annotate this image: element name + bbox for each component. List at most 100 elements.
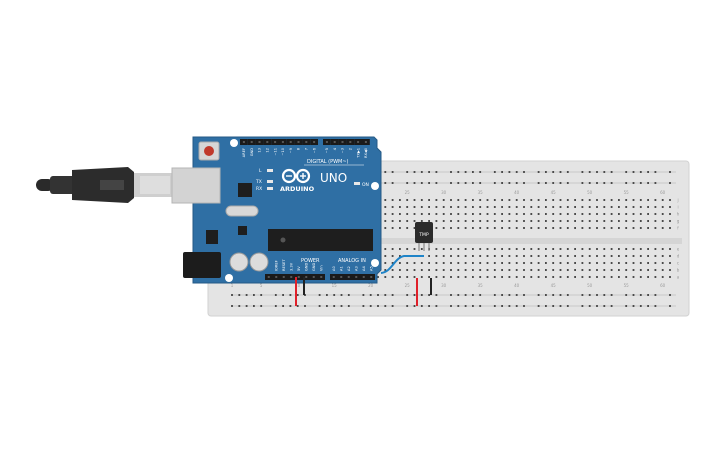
pin-label: 3.3V: [289, 262, 293, 271]
breadboard-column-label: 55: [624, 190, 630, 195]
breadboard-column-label: 60: [660, 283, 666, 288]
breadboard-column-label: 1: [231, 283, 234, 288]
pin-label: A2: [347, 266, 351, 271]
usb-cable[interactable]: [36, 167, 174, 203]
power-jack: [183, 252, 221, 278]
pin-label: Vin: [319, 265, 323, 271]
breadboard-row-label: f: [677, 226, 679, 231]
mounting-hole: [371, 259, 379, 267]
pin-label: IOREF: [274, 260, 278, 271]
mounting-hole: [225, 274, 233, 282]
pin-label: GND: [312, 263, 316, 271]
digital-header-label: DIGITAL (PWM~): [307, 159, 349, 165]
usb-logo-icon: [100, 180, 124, 190]
capacitor: [229, 252, 249, 272]
arduino-model: UNO: [320, 171, 347, 185]
breadboard-column-label: 15: [332, 283, 338, 288]
breadboard-row-label: a: [677, 275, 680, 280]
pin-label: A3: [354, 266, 358, 271]
breadboard-row-label: d: [677, 254, 680, 259]
breadboard-column-label: 50: [587, 190, 593, 195]
breadboard-column-label: 35: [478, 283, 484, 288]
pin-label: 7: [305, 148, 309, 150]
sensor-body: [415, 222, 433, 243]
led-tx: [267, 180, 273, 183]
power-header-label: POWER: [301, 258, 320, 264]
digital-pin-header[interactable]: [240, 139, 370, 145]
breadboard-row-label: g: [677, 219, 680, 224]
breadboard-column-label: 25: [405, 283, 411, 288]
pin-label: ~11: [273, 148, 277, 156]
led-on: [354, 182, 360, 185]
breadboard-row-label: e: [677, 247, 680, 252]
pin-label: A1: [339, 266, 343, 271]
breadboard-column-label: 30: [441, 283, 447, 288]
led-rx-label: RX: [256, 186, 262, 192]
pin-label: A0: [332, 266, 336, 271]
led-rx: [267, 187, 273, 190]
led-l: [267, 169, 273, 172]
pin-label: 13: [258, 148, 262, 153]
breadboard-column-label: 10: [295, 283, 301, 288]
breadboard-column-label: 40: [514, 283, 520, 288]
analog-pin-header[interactable]: [330, 274, 375, 280]
analog-header-label: ANALOG IN: [338, 258, 366, 264]
pin-label: 5V: [297, 266, 301, 271]
pin-label: 8: [297, 147, 301, 150]
arduino-brand: ARDUINO: [280, 185, 315, 193]
pin-label: ~10: [281, 147, 285, 155]
breadboard-row-label: i: [677, 205, 678, 210]
breadboard-column-label: 35: [478, 190, 484, 195]
usb-b-port: [171, 167, 221, 204]
pin-label: TX▶1: [356, 148, 360, 159]
pin-label: ~6: [312, 147, 316, 153]
breadboard-column-label: 50: [587, 283, 593, 288]
pin-label: GND: [250, 148, 254, 156]
mounting-hole: [371, 182, 379, 190]
sensor-label: TMP: [418, 232, 429, 238]
breadboard-column-label: 55: [624, 283, 630, 288]
pin-label: 2: [349, 148, 353, 150]
wire-signal-blue[interactable]: [380, 255, 424, 274]
pin-label: ~5: [325, 148, 329, 153]
breadboard-row-label: b: [677, 268, 680, 273]
capacitor: [249, 252, 269, 272]
led-on-label: ON: [362, 182, 369, 188]
breadboard-column-label: 5: [260, 283, 263, 288]
pin-label: RESET: [282, 259, 286, 271]
breadboard-column-label: 60: [660, 190, 666, 195]
power-pin-header[interactable]: [265, 274, 325, 280]
pin-label: RX◀0: [364, 147, 368, 158]
breadboard-row-label: j: [676, 198, 678, 203]
usb-chip: [238, 183, 252, 197]
reset-button-cap: [204, 146, 214, 156]
wires[interactable]: [295, 255, 432, 306]
pin-label: 4: [333, 147, 337, 150]
pin-label: ~9: [289, 147, 293, 153]
regulator-chip: [206, 230, 218, 244]
breadboard-column-label: 30: [441, 190, 447, 195]
usb-cable-end: [36, 179, 54, 191]
breadboard-row-label: c: [677, 261, 679, 266]
led-l-label: L: [259, 168, 262, 174]
led-tx-label: TX: [255, 179, 262, 185]
breadboard-column-label: 25: [405, 190, 411, 195]
small-chip: [238, 226, 247, 235]
pin-label: A5: [369, 266, 373, 271]
pin-label: GND: [304, 263, 308, 271]
temperature-sensor[interactable]: TMP: [415, 222, 433, 251]
breadboard-row-label: h: [677, 212, 680, 217]
pin-label: ~3: [341, 148, 345, 153]
crystal-oscillator: [225, 205, 259, 217]
usb-strain-relief: [50, 176, 76, 194]
breadboard-column-label: 45: [551, 283, 557, 288]
breadboard-column-label: 40: [514, 190, 520, 195]
arduino-uno-board[interactable]: L TX RX ON ARDUINO UNO DIGITAL (PWM~) PO…: [171, 136, 382, 284]
atmega-chip: [268, 229, 373, 251]
breadboard-center-channel: [224, 238, 682, 244]
